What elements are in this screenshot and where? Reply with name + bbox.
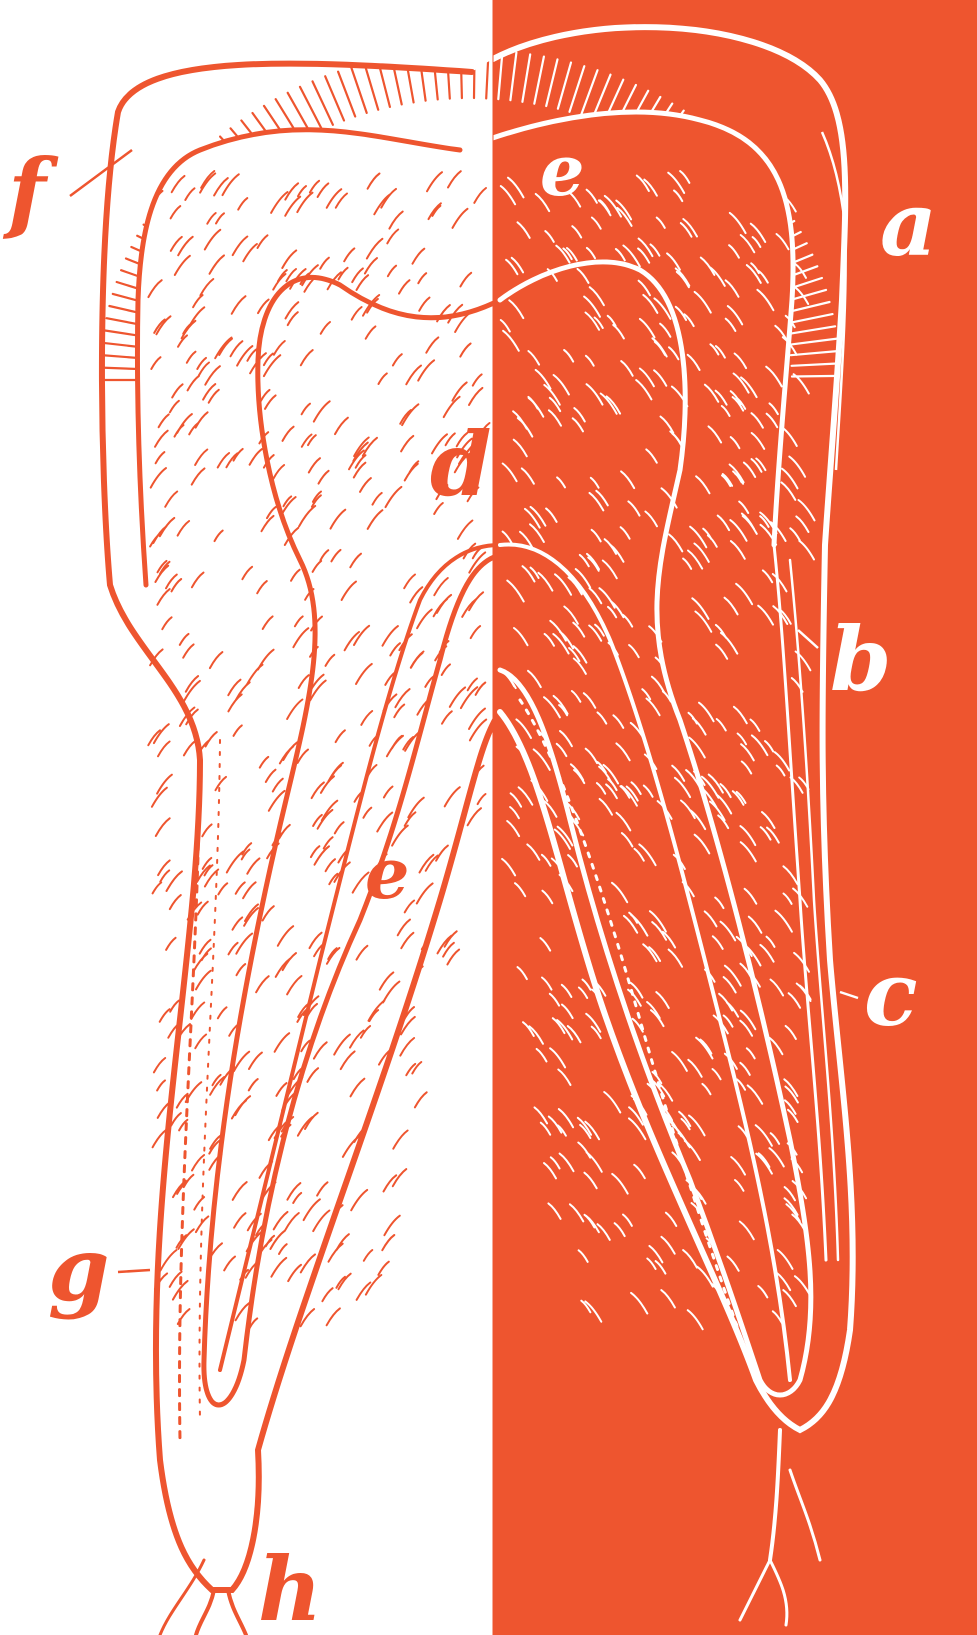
- label-b: b: [830, 607, 892, 711]
- label-d: d: [430, 412, 492, 516]
- label-a: a: [880, 172, 937, 276]
- label-g: g: [48, 1217, 110, 1321]
- label-c: c: [864, 942, 918, 1046]
- label-e-crown: e: [540, 129, 585, 212]
- label-f: f: [2, 139, 59, 243]
- label-h: h: [258, 1537, 322, 1635]
- label-e-root: e: [365, 832, 410, 915]
